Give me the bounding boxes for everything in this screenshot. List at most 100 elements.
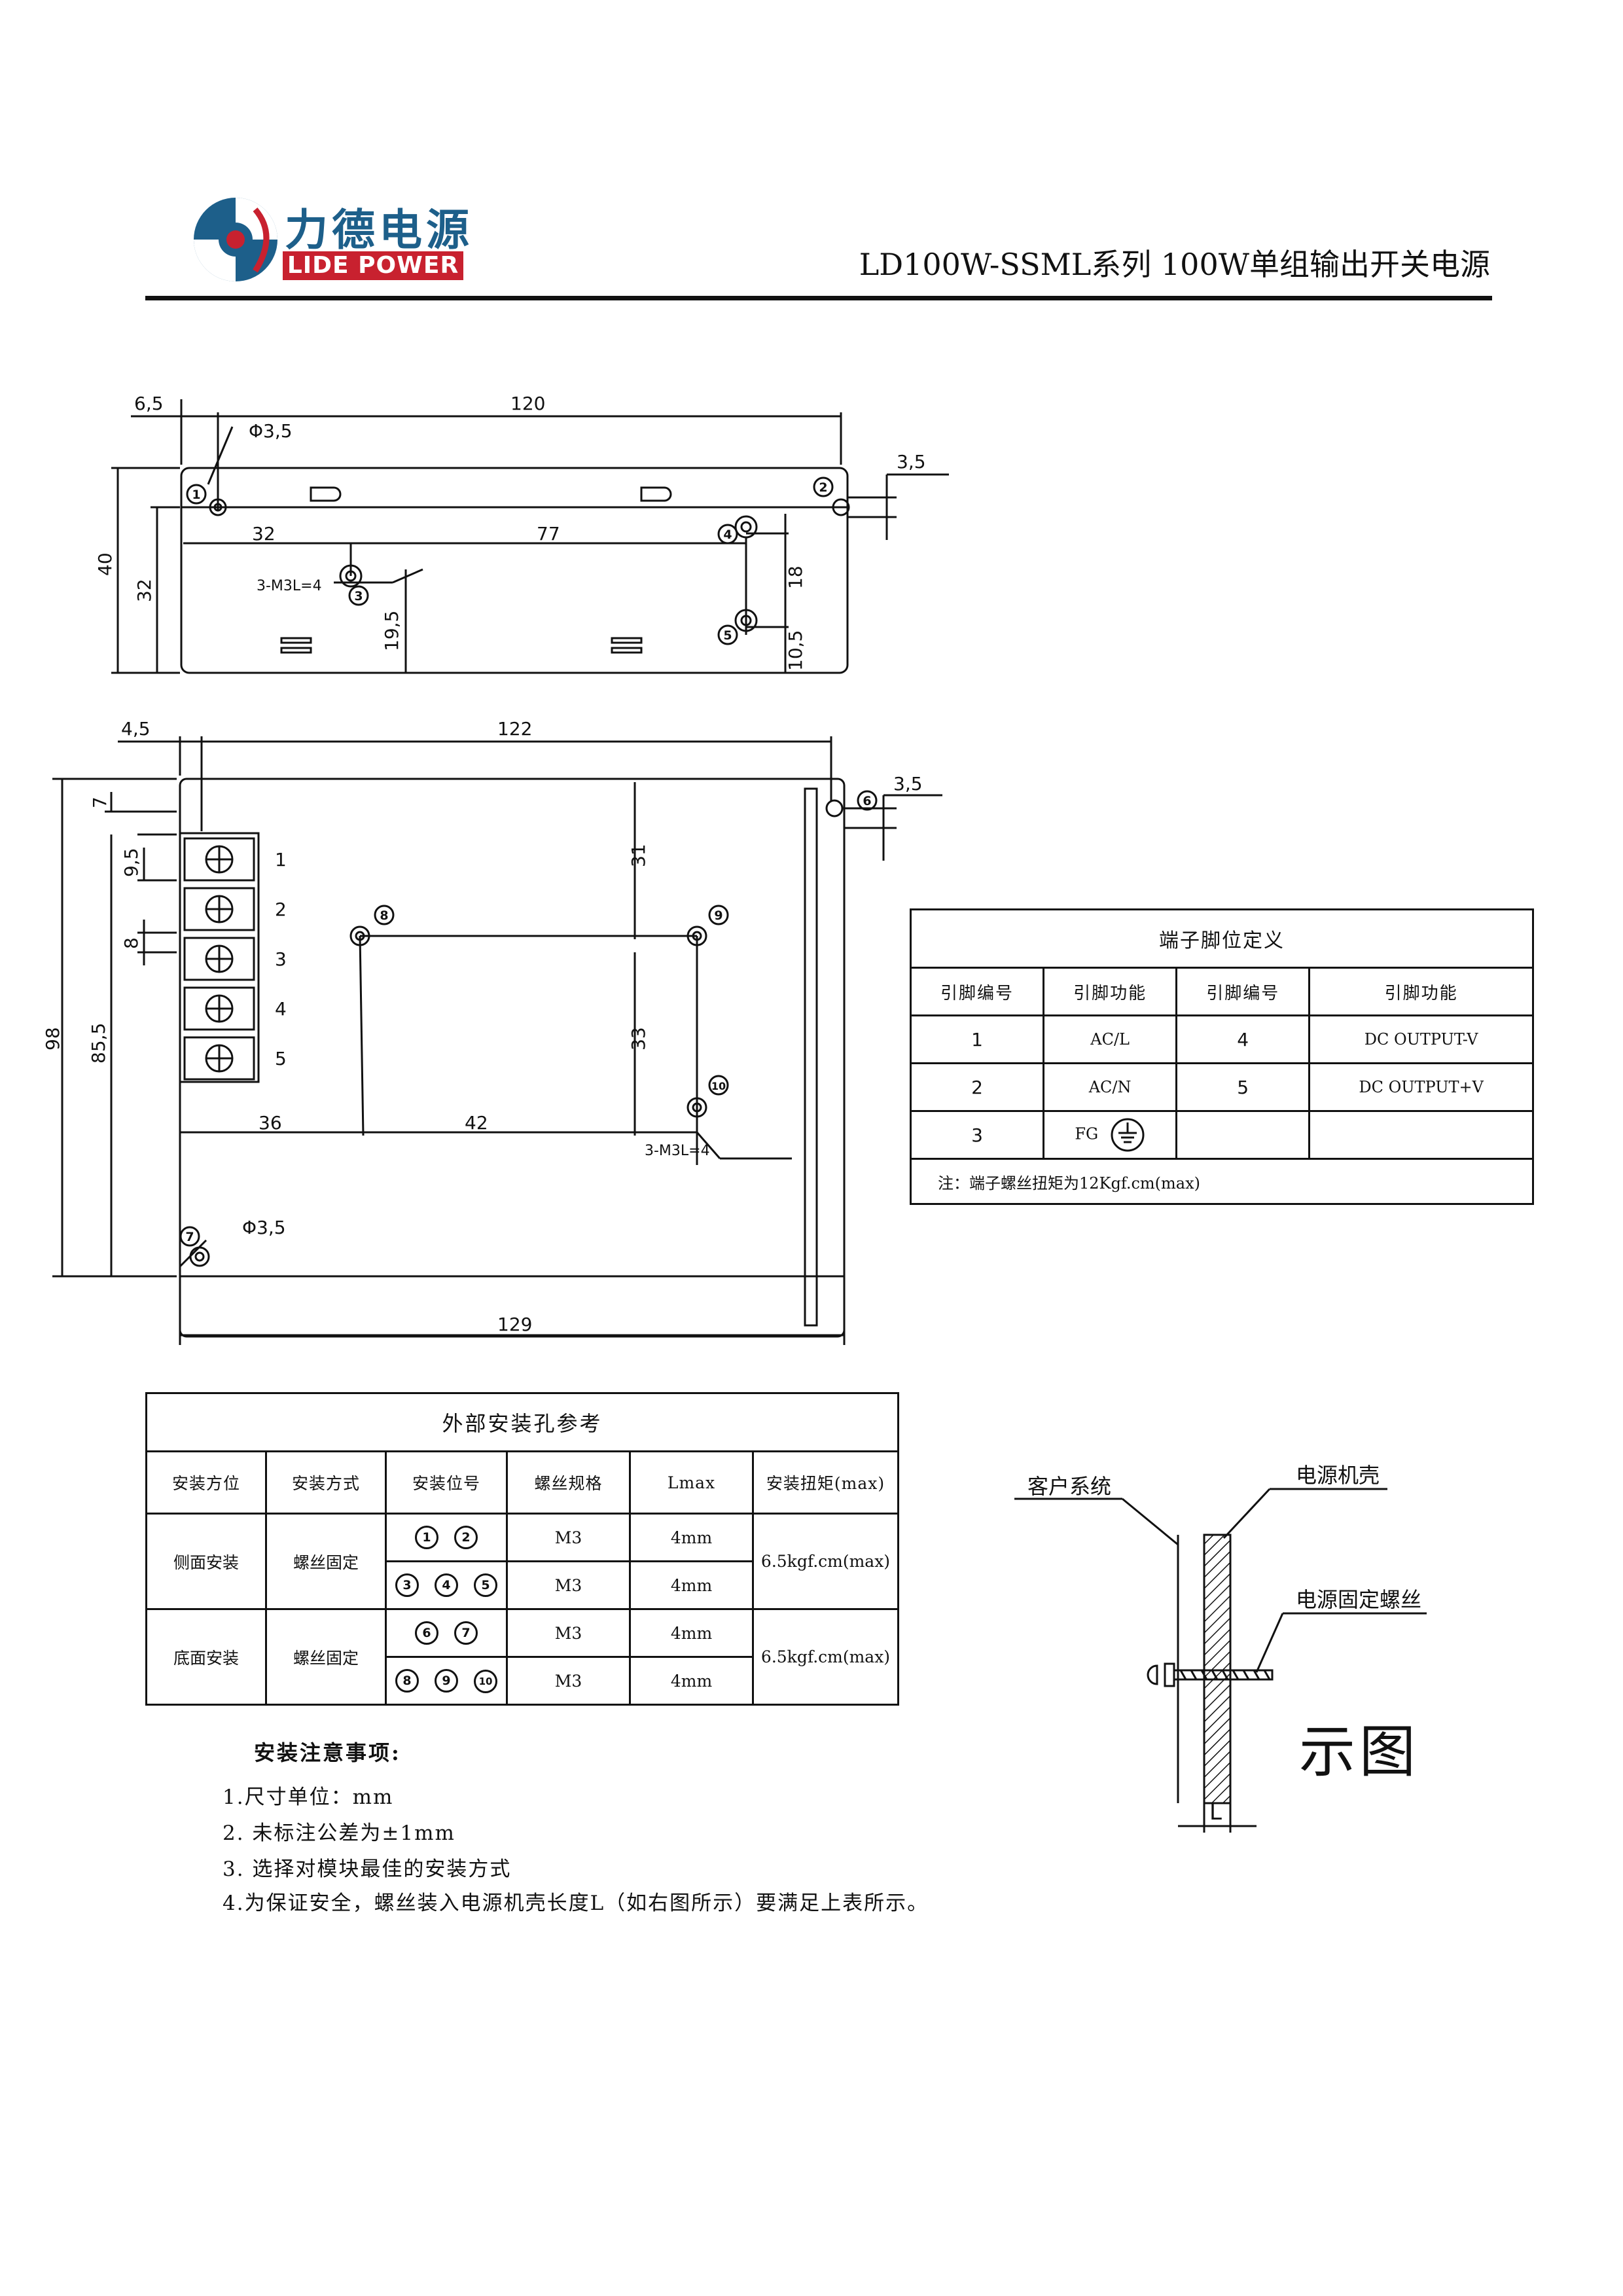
dim-label: 3-M3L=4 — [257, 578, 322, 594]
dim-label: 6,5 — [134, 393, 164, 414]
dim-label: 122 — [497, 718, 532, 740]
pin-table-header: 引脚功能 — [1043, 967, 1178, 1016]
note-item: 2. 未标注公差为±1mm — [223, 1821, 455, 1845]
dim-label: 4,5 — [121, 718, 151, 740]
pin-function-cell: FG — [1043, 1110, 1178, 1160]
note-item: 1.尺寸单位：mm — [223, 1785, 394, 1809]
terminal-label: 4 — [275, 998, 287, 1020]
dim-label: 36 — [259, 1112, 282, 1134]
pin-table-header: 引脚编号 — [909, 967, 1045, 1016]
dim-label: 98 — [42, 1027, 63, 1050]
screw-spec: M3 — [506, 1656, 631, 1706]
dim-label: 10,5 — [785, 630, 806, 671]
hole-id: 10 — [474, 1669, 497, 1693]
mount-method: 螺丝固定 — [265, 1513, 387, 1610]
dim-label: 32 — [252, 523, 276, 545]
terminal-label: 3 — [275, 948, 287, 970]
pin-function: AC/N — [1043, 1062, 1178, 1112]
note-item: 3. 选择对模块最佳的安装方式 — [223, 1857, 512, 1881]
hole-id: 9 — [435, 1668, 458, 1693]
dim-label: 3,5 — [897, 451, 926, 473]
mount-table-header: 安装位号 — [385, 1450, 508, 1515]
hole-id-label: 1 — [192, 488, 200, 502]
screw-spec: M3 — [506, 1513, 631, 1562]
screw-spec: M3 — [506, 1560, 631, 1610]
dim-label: 85,5 — [88, 1023, 109, 1064]
side-view-drawing: 6,5 120 Φ3,5 3,5 40 32 32 77 18 19,5 10,… — [94, 393, 949, 674]
mount-table-header: 螺丝规格 — [506, 1450, 631, 1515]
dim-label: 120 — [510, 393, 545, 414]
dim-label: 33 — [628, 1027, 649, 1050]
pin-number: 3 — [909, 1110, 1045, 1160]
hole-id-label: 4 — [723, 528, 732, 542]
hole-id-label: 2 — [819, 480, 827, 495]
dim-label: Φ3,5 — [242, 1217, 286, 1238]
table-row: 1 AC/L 4 DC OUTPUT-V — [909, 1014, 1534, 1064]
torque: 6.5kgf.cm(max) — [752, 1608, 899, 1706]
mount-table-header: 安装方式 — [265, 1450, 387, 1515]
hole-id-label: 7 — [185, 1230, 194, 1244]
document-title: LD100W-SSML系列 100W单组输出开关电源 — [859, 247, 1490, 282]
hole-id: 4 — [435, 1573, 458, 1597]
dim-label: 19,5 — [381, 611, 402, 651]
mount-table-header: Lmax — [629, 1450, 754, 1515]
terminal-label: 5 — [275, 1048, 287, 1069]
hole-id-label: 8 — [380, 908, 388, 923]
pin-table-header: 引脚编号 — [1175, 967, 1311, 1016]
lmax: 4mm — [629, 1608, 754, 1658]
dim-label: 3,5 — [893, 773, 923, 795]
hole-id: 6 — [415, 1621, 438, 1645]
dim-label: Φ3,5 — [249, 420, 293, 442]
dim-label: 8 — [120, 937, 142, 949]
dim-label: 3-M3L=4 — [645, 1143, 710, 1159]
housing-label: 电源机壳 — [1296, 1463, 1380, 1488]
terminal-label: 1 — [275, 849, 287, 870]
table-row: 3 FG — [909, 1110, 1534, 1160]
mount-table-caption: 外部安装孔参考 — [145, 1392, 899, 1452]
pin-table-header: 引脚功能 — [1308, 967, 1534, 1016]
pin-number — [1175, 1110, 1311, 1160]
length-label: L — [1209, 1799, 1222, 1825]
note-item: 4.为保证安全，螺丝装入电源机壳长度L（如右图所示）要满足上表所示。 — [223, 1892, 929, 1915]
terminal-label: 2 — [275, 899, 287, 920]
bottom-view-drawing: 4,5 122 3,5 7 9,5 8 98 85,5 31 33 36 42 … — [42, 718, 942, 1345]
hole-id: 5 — [474, 1573, 497, 1597]
screw-spec: M3 — [506, 1608, 631, 1658]
hole-id: 7 — [454, 1621, 478, 1645]
hole-id-label: 9 — [714, 908, 722, 923]
screw-mounting-diagram: 客户系统 电源机壳 电源固定螺丝 L — [1014, 1463, 1427, 1833]
pin-number: 2 — [909, 1062, 1045, 1112]
mount-method: 螺丝固定 — [265, 1608, 387, 1706]
dim-label: 9,5 — [120, 848, 142, 877]
pin-definition-table: 端子脚位定义 引脚编号 引脚功能 引脚编号 引脚功能 1 AC/L 4 DC O… — [909, 908, 1534, 1205]
customer-system-label: 客户系统 — [1027, 1474, 1111, 1499]
lmax: 4mm — [629, 1560, 754, 1610]
lmax: 4mm — [629, 1656, 754, 1706]
logo-chinese: 力德电源 — [285, 205, 473, 255]
table-row: 2 AC/N 5 DC OUTPUT+V — [909, 1062, 1534, 1112]
torque: 6.5kgf.cm(max) — [752, 1513, 899, 1610]
hole-id-label: 5 — [723, 628, 732, 643]
hole-id: 8 — [395, 1668, 419, 1693]
notes-title: 安装注意事项: — [254, 1740, 401, 1765]
header-rule — [145, 296, 1492, 300]
dim-label: 18 — [785, 565, 806, 589]
hole-id-label: 3 — [354, 589, 363, 603]
hole-id: 2 — [454, 1526, 478, 1549]
pin-number: 5 — [1175, 1062, 1311, 1112]
pin-function: FG — [1075, 1124, 1099, 1143]
dim-label: 40 — [94, 552, 116, 576]
ground-icon — [1111, 1118, 1145, 1152]
dim-label: 31 — [628, 844, 649, 867]
dim-label: 42 — [465, 1112, 488, 1134]
mount-position: 底面安装 — [145, 1608, 267, 1706]
logo-english: LIDE POWER — [283, 251, 463, 280]
pin-number: 1 — [909, 1014, 1045, 1064]
pin-function — [1308, 1110, 1534, 1160]
